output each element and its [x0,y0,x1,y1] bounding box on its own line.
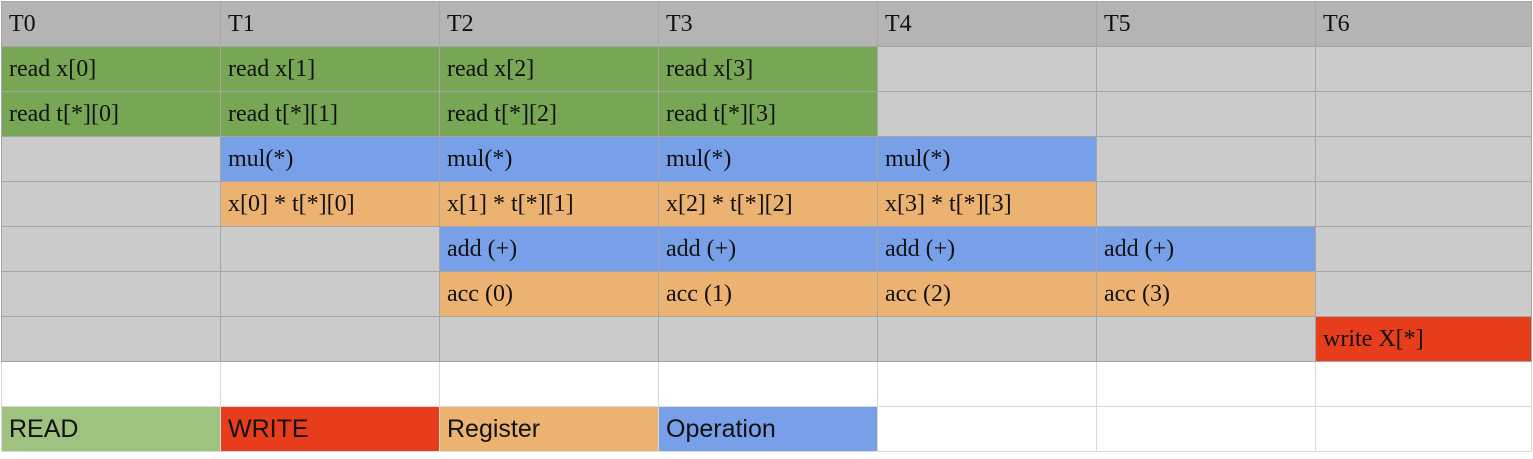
idle-cell [220,316,440,362]
schedule-row: add (+)add (+)add (+)add (+) [1,226,1532,272]
idle-cell [1096,316,1316,362]
reg-cell: acc (0) [439,271,659,317]
idle-cell [1315,226,1532,272]
read-cell: read x[0] [1,46,221,92]
idle-cell [1,136,221,182]
idle-cell [877,46,1097,92]
spacer-cell [1096,361,1316,407]
time-step-header-cell: T2 [439,1,659,47]
read-cell: read x[1] [220,46,440,92]
op-cell: mul(*) [220,136,440,182]
idle-cell [1,226,221,272]
read-cell: read t[*][3] [658,91,878,137]
time-step-header-cell: T4 [877,1,1097,47]
schedule-row: read t[*][0]read t[*][1]read t[*][2]read… [1,91,1532,137]
spacer-row [1,361,1532,407]
idle-cell [1,181,221,227]
reg-cell: x[3] * t[*][3] [877,181,1097,227]
reg-cell: x[1] * t[*][1] [439,181,659,227]
idle-cell [1096,46,1316,92]
schedule-body: read x[0]read x[1]read x[2]read x[3]read… [1,46,1532,362]
op-cell: add (+) [658,226,878,272]
idle-cell [1315,271,1532,317]
op-cell: mul(*) [658,136,878,182]
spacer-cell [1315,361,1532,407]
idle-cell [658,316,878,362]
idle-cell [1,316,221,362]
schedule-row: write X[*] [1,316,1532,362]
idle-cell [220,271,440,317]
schedule-row: x[0] * t[*][0]x[1] * t[*][1]x[2] * t[*][… [1,181,1532,227]
idle-cell [1096,136,1316,182]
idle-cell [1315,181,1532,227]
op-cell: mul(*) [439,136,659,182]
idle-cell [220,226,440,272]
idle-cell [1315,91,1532,137]
idle-cell [1096,91,1316,137]
legend-empty-cell [1096,406,1316,452]
reg-cell: acc (3) [1096,271,1316,317]
schedule-row: read x[0]read x[1]read x[2]read x[3] [1,46,1532,92]
reg-cell: acc (1) [658,271,878,317]
time-step-header-cell: T0 [1,1,221,47]
reg-cell: x[2] * t[*][2] [658,181,878,227]
op-cell: add (+) [877,226,1097,272]
schedule-row: acc (0)acc (1)acc (2)acc (3) [1,271,1532,317]
time-step-header-row: T0 T1 T2 T3 T4 T5 T6 [1,1,1532,47]
legend-read: READ [1,406,221,452]
idle-cell [1096,181,1316,227]
read-cell: read x[3] [658,46,878,92]
time-step-header-cell: T3 [658,1,878,47]
read-cell: read t[*][2] [439,91,659,137]
schedule-row: mul(*)mul(*)mul(*)mul(*) [1,136,1532,182]
legend-register: Register [439,406,659,452]
read-cell: read t[*][0] [1,91,221,137]
legend-operation: Operation [658,406,878,452]
read-cell: read t[*][1] [220,91,440,137]
op-cell: add (+) [439,226,659,272]
spacer-cell [877,361,1097,407]
spacer-cell [658,361,878,407]
idle-cell [1,271,221,317]
legend-empty-cell [877,406,1097,452]
read-cell: read x[2] [439,46,659,92]
time-step-header-cell: T6 [1315,1,1532,47]
idle-cell [877,316,1097,362]
op-cell: mul(*) [877,136,1097,182]
legend-row: READ WRITE Register Operation [1,406,1532,452]
write-cell: write X[*] [1315,316,1532,362]
legend-empty-cell [1315,406,1532,452]
spacer-cell [1,361,221,407]
op-cell: add (+) [1096,226,1316,272]
idle-cell [1315,46,1532,92]
idle-cell [1315,136,1532,182]
time-step-header-cell: T5 [1096,1,1316,47]
spacer-cell [439,361,659,407]
idle-cell [439,316,659,362]
time-step-header-cell: T1 [220,1,440,47]
reg-cell: acc (2) [877,271,1097,317]
legend-write: WRITE [220,406,440,452]
reg-cell: x[0] * t[*][0] [220,181,440,227]
idle-cell [877,91,1097,137]
spacer-cell [220,361,440,407]
